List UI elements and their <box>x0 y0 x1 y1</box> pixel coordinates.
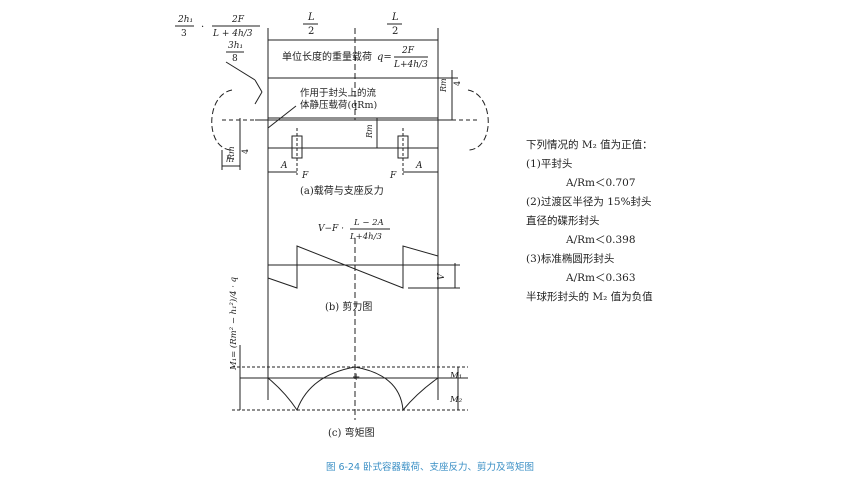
dim-half-left-num: L <box>307 12 315 23</box>
left-head <box>211 89 233 151</box>
leader-line <box>225 61 256 81</box>
frac2-num: 2F <box>231 15 245 25</box>
frac3-num: 3h₁ <box>228 41 243 51</box>
m1-formula: M₁= (Rm² − h₁²)/4 · q <box>228 276 239 371</box>
frac2-den: L + 4h/3 <box>212 29 253 39</box>
moment-plus: + <box>352 372 360 383</box>
label-b: (b) 剪力图 <box>325 300 372 313</box>
fluid-leader <box>267 105 297 129</box>
rm4-left-num: Rm <box>227 146 236 161</box>
f-left-label: F <box>301 171 309 181</box>
head-load-line <box>254 79 263 93</box>
head-load-line1: 作用于封头上的流 <box>300 87 377 99</box>
shear-v-label: V <box>437 272 447 280</box>
note-line: 下列情况的 M₂ 值为正值： <box>526 139 653 151</box>
frac3-den: 8 <box>232 54 238 64</box>
q-eq: q= <box>377 52 392 63</box>
notes-panel: 下列情况的 M₂ 值为正值： (1)平封头 A/Rm＜0.707 (2)过渡区半… <box>526 136 746 307</box>
q-num: 2F <box>401 46 415 56</box>
dim-half-left-den: 2 <box>308 26 314 37</box>
right-head <box>467 89 489 151</box>
frac1-den: 3 <box>181 29 187 39</box>
head-load-line2: 体静压载荷(qRm) <box>300 99 377 111</box>
rm-small: Rm <box>365 124 374 139</box>
head-load-line-2 <box>254 91 263 105</box>
a-left-label: A <box>280 161 288 171</box>
shear-formula-num: L − 2A <box>353 218 384 228</box>
rm4-right-den: 4 <box>453 81 462 86</box>
frac1-num: 2h₁ <box>177 15 193 25</box>
note-line: A/Rm＜0.363 <box>566 272 636 284</box>
m1-label: M₁ <box>449 371 462 381</box>
rm4-left-den: 4 <box>241 149 250 154</box>
note-line: (1)平封头 <box>526 158 573 170</box>
note-line: (3)标准椭圆形封头 <box>526 253 615 265</box>
label-c: (c) 弯矩图 <box>328 426 375 439</box>
h1-label: h₁ <box>226 155 234 164</box>
note-line: 直径的碟形封头 <box>526 215 600 227</box>
shear-curve <box>267 245 439 289</box>
figure-caption: 图 6-24 卧式容器载荷、支座反力、剪力及弯矩图 <box>325 462 535 473</box>
q-den: L+4h/3 <box>393 60 428 70</box>
dim-half-right-num: L <box>391 12 399 23</box>
formula-dot: · <box>201 22 204 33</box>
vessel-load-band <box>267 77 439 119</box>
note-line: (2)过渡区半径为 15%封头 <box>526 196 652 208</box>
rm4-right-num: Rm <box>439 78 448 93</box>
note-line: A/Rm＜0.707 <box>566 177 636 189</box>
a-right-label: A <box>415 161 423 171</box>
m2-label: M₂ <box>449 395 463 405</box>
f-right-label: F <box>389 171 397 181</box>
shear-formula-prefix: V−F · <box>318 224 344 234</box>
shear-formula-den: L+4h/3 <box>349 232 382 242</box>
weight-label: 单位长度的重量载荷 <box>282 50 372 63</box>
dim-half-right-den: 2 <box>392 26 398 37</box>
label-a: (a)载荷与支座反力 <box>300 184 384 197</box>
note-line: A/Rm＜0.398 <box>566 234 636 246</box>
note-line: 半球形封头的 M₂ 值为负值 <box>526 291 653 303</box>
